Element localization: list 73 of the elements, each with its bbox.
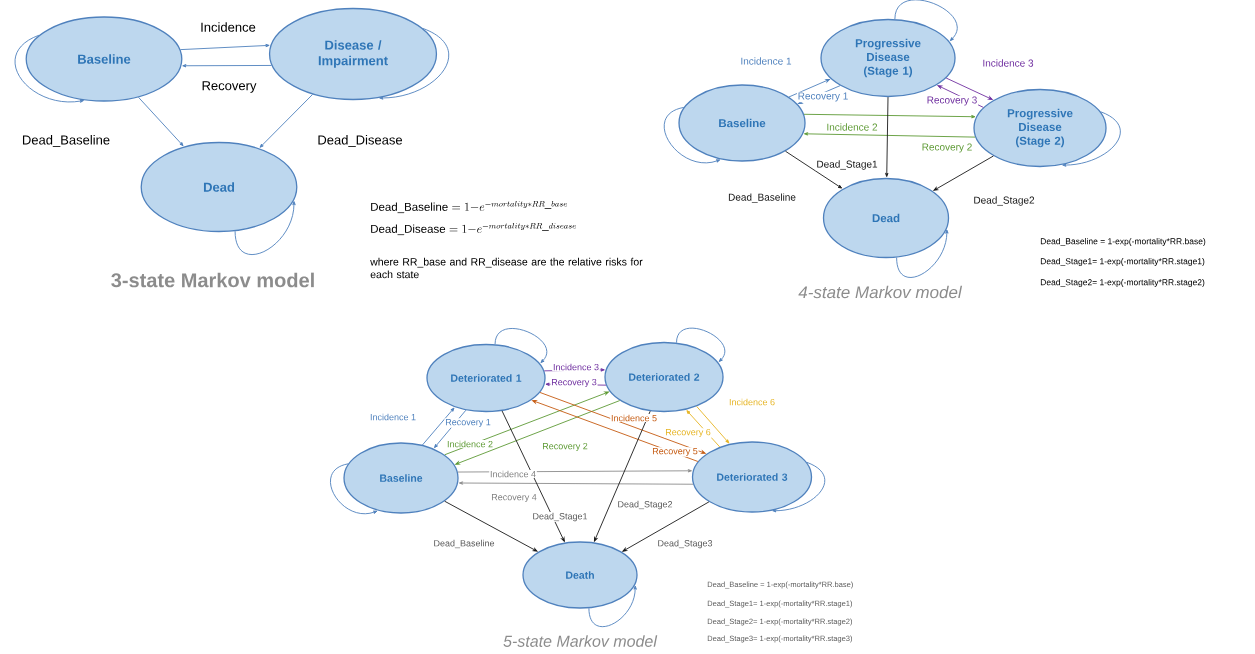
arrow [180,43,270,51]
loop-arrow [588,585,637,628]
arrow [686,410,721,448]
edge-label: Incidence 2 [446,439,494,449]
edge-label: Recovery 5 [651,447,699,457]
formula: Dead_Stage2= 1-exp(-mortality*RR.stage2) [1040,279,1205,287]
loop-arrow [494,328,548,364]
arrow [803,113,976,119]
edge-label: Dead_Stage2 [616,500,674,510]
edge-label: Recovery 3 [925,95,979,107]
arrow [455,400,621,465]
arrow [593,410,651,542]
loop-arrow [676,327,726,362]
arrow [788,78,831,98]
edge-label: Incidence 6 [728,397,776,407]
edge-label: Dead_Baseline [21,134,111,148]
edge-label: Incidence 5 [610,413,658,423]
arrow [458,481,694,485]
arrow [945,77,993,100]
edge-label: Dead_Stage2 [972,195,1036,207]
edge-label: Dead_Baseline [432,539,496,549]
edge-label: Recovery 6 [664,428,712,438]
formula: $\mathrm{Dead\_Baseline} = 1\mathrm{-}e^{-mortality\ast RR\_base}$ [371,200,567,214]
edge-label: Incidence 1 [369,412,417,422]
arrow [803,132,976,138]
loop-arrow [772,461,826,513]
edge-label: Incidence 3 [981,58,1035,68]
arrow [885,96,889,178]
edge-label: Dead_Stage1 [815,159,879,171]
edge-label: Incidence [199,21,257,33]
edge-label: Recovery [200,80,258,94]
formula: Dead_Baseline = 1-exp(-mortality*RR.base) [1040,238,1206,246]
arrow [422,407,455,446]
arrow [444,391,609,456]
loop-arrow [330,463,378,515]
loop-arrow [234,201,296,255]
edge-label: Recovery 2 [541,442,589,452]
edge-label: Recovery 1 [444,418,492,428]
edge-label: Incidence 2 [825,122,879,132]
arrow [434,409,467,449]
edge-label: Recovery 3 [550,378,598,388]
edge-label: Dead_Disease [316,134,404,148]
arrow [933,155,994,191]
loop-arrow [1062,111,1121,167]
arrow [259,94,313,148]
edge-label: Incidence 3 [552,362,600,372]
arrow [785,150,843,189]
edge-label: Dead_Baseline [727,192,797,204]
model-title: 4-state Markov model [798,285,963,299]
edge-label: Recovery 2 [920,142,974,154]
edge-label: Recovery 1 [796,91,850,103]
loop-arrow [663,106,721,164]
arrow [622,501,710,552]
arrow [696,405,730,444]
loop-arrow [894,0,958,42]
arrow [138,96,184,147]
edge-label: Incidence 1 [739,56,793,66]
edge-label: Recovery 4 [490,493,538,503]
edge-label: Dead_Stage1 [531,512,589,522]
arrow [444,500,538,552]
edge-label: Dead_Stage3 [656,539,714,549]
loop-arrow [14,34,84,103]
formula: Dead_Stage1= 1-exp(-mortality*RR.stage1) [1040,258,1205,266]
note-text: where RR_base and RR_disease are the relative risks for each state [370,257,643,279]
edge-label: Incidence 4 [489,469,537,479]
loop-arrow [896,229,949,278]
formula: $\mathrm{Dead\_Disease} = 1\mathrm{-}e^{-mortality\ast RR\_disease}$ [371,222,576,236]
arrow [182,64,272,68]
loop-arrow [379,28,450,100]
model-title: 5-state Markov model [503,635,658,647]
arrow [501,410,565,542]
arrow [539,392,706,454]
model-title: 3-state Markov model [111,272,314,288]
